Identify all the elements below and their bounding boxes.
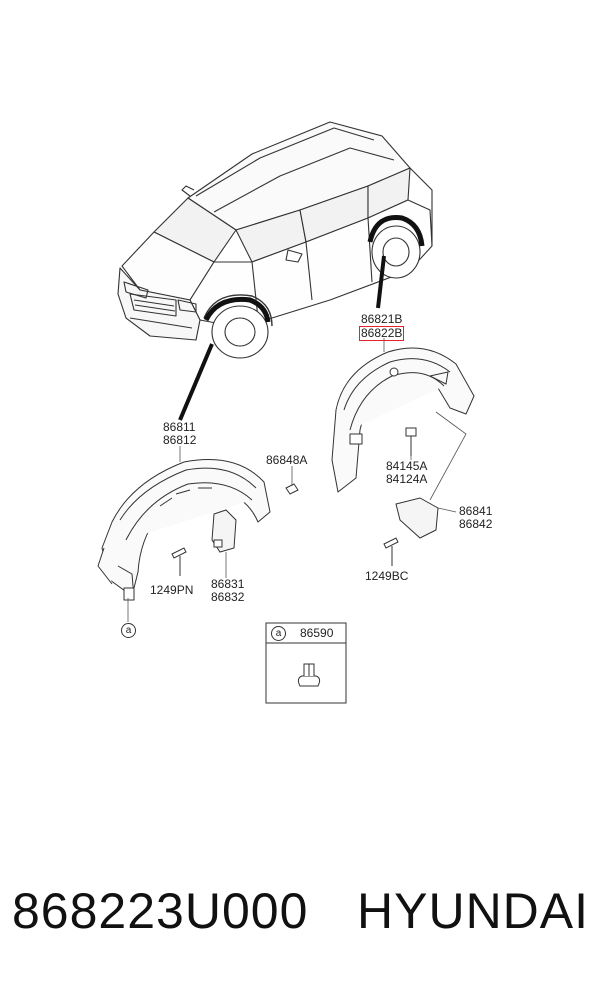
label-84124a: 84124A xyxy=(386,472,428,486)
rear-mud-flap-drawing xyxy=(395,497,439,539)
label-86822b-highlighted: 86822B xyxy=(359,326,405,341)
label-1249bc: 1249BC xyxy=(365,569,409,583)
label-86590: 86590 xyxy=(300,626,334,640)
label-86848a: 86848A xyxy=(266,453,308,467)
bolt-84145a-drawing xyxy=(405,427,417,456)
screw-1249bc-drawing xyxy=(383,537,399,566)
label-1249pn: 1249PN xyxy=(150,583,194,597)
part-number: 868223U000 xyxy=(12,883,309,939)
rear-fender-liner-drawing xyxy=(331,347,475,493)
callout-a-marker: a xyxy=(121,623,136,638)
clip-86590-drawing xyxy=(297,663,321,687)
leader-arrows xyxy=(178,255,386,421)
clip-86848a-drawing xyxy=(285,483,299,495)
brand-name: HYUNDAI xyxy=(357,883,590,939)
front-mud-flap-drawing xyxy=(211,509,237,553)
label-86832: 86832 xyxy=(211,590,245,604)
screw-1249pn-drawing xyxy=(171,547,187,576)
label-84145a: 84145A xyxy=(386,459,428,473)
legend-callout-a: a xyxy=(271,626,286,641)
label-86821b: 86821B xyxy=(361,312,403,326)
front-fender-liner-drawing xyxy=(97,459,271,601)
label-86812: 86812 xyxy=(163,433,197,447)
label-86841: 86841 xyxy=(459,504,493,518)
label-86811: 86811 xyxy=(163,420,196,434)
label-86831: 86831 xyxy=(211,577,245,591)
leader-lines xyxy=(127,338,467,622)
vehicle-drawing xyxy=(117,121,433,359)
label-86842: 86842 xyxy=(459,517,493,531)
footer-caption: 868223U000 HYUNDAI xyxy=(0,878,600,948)
